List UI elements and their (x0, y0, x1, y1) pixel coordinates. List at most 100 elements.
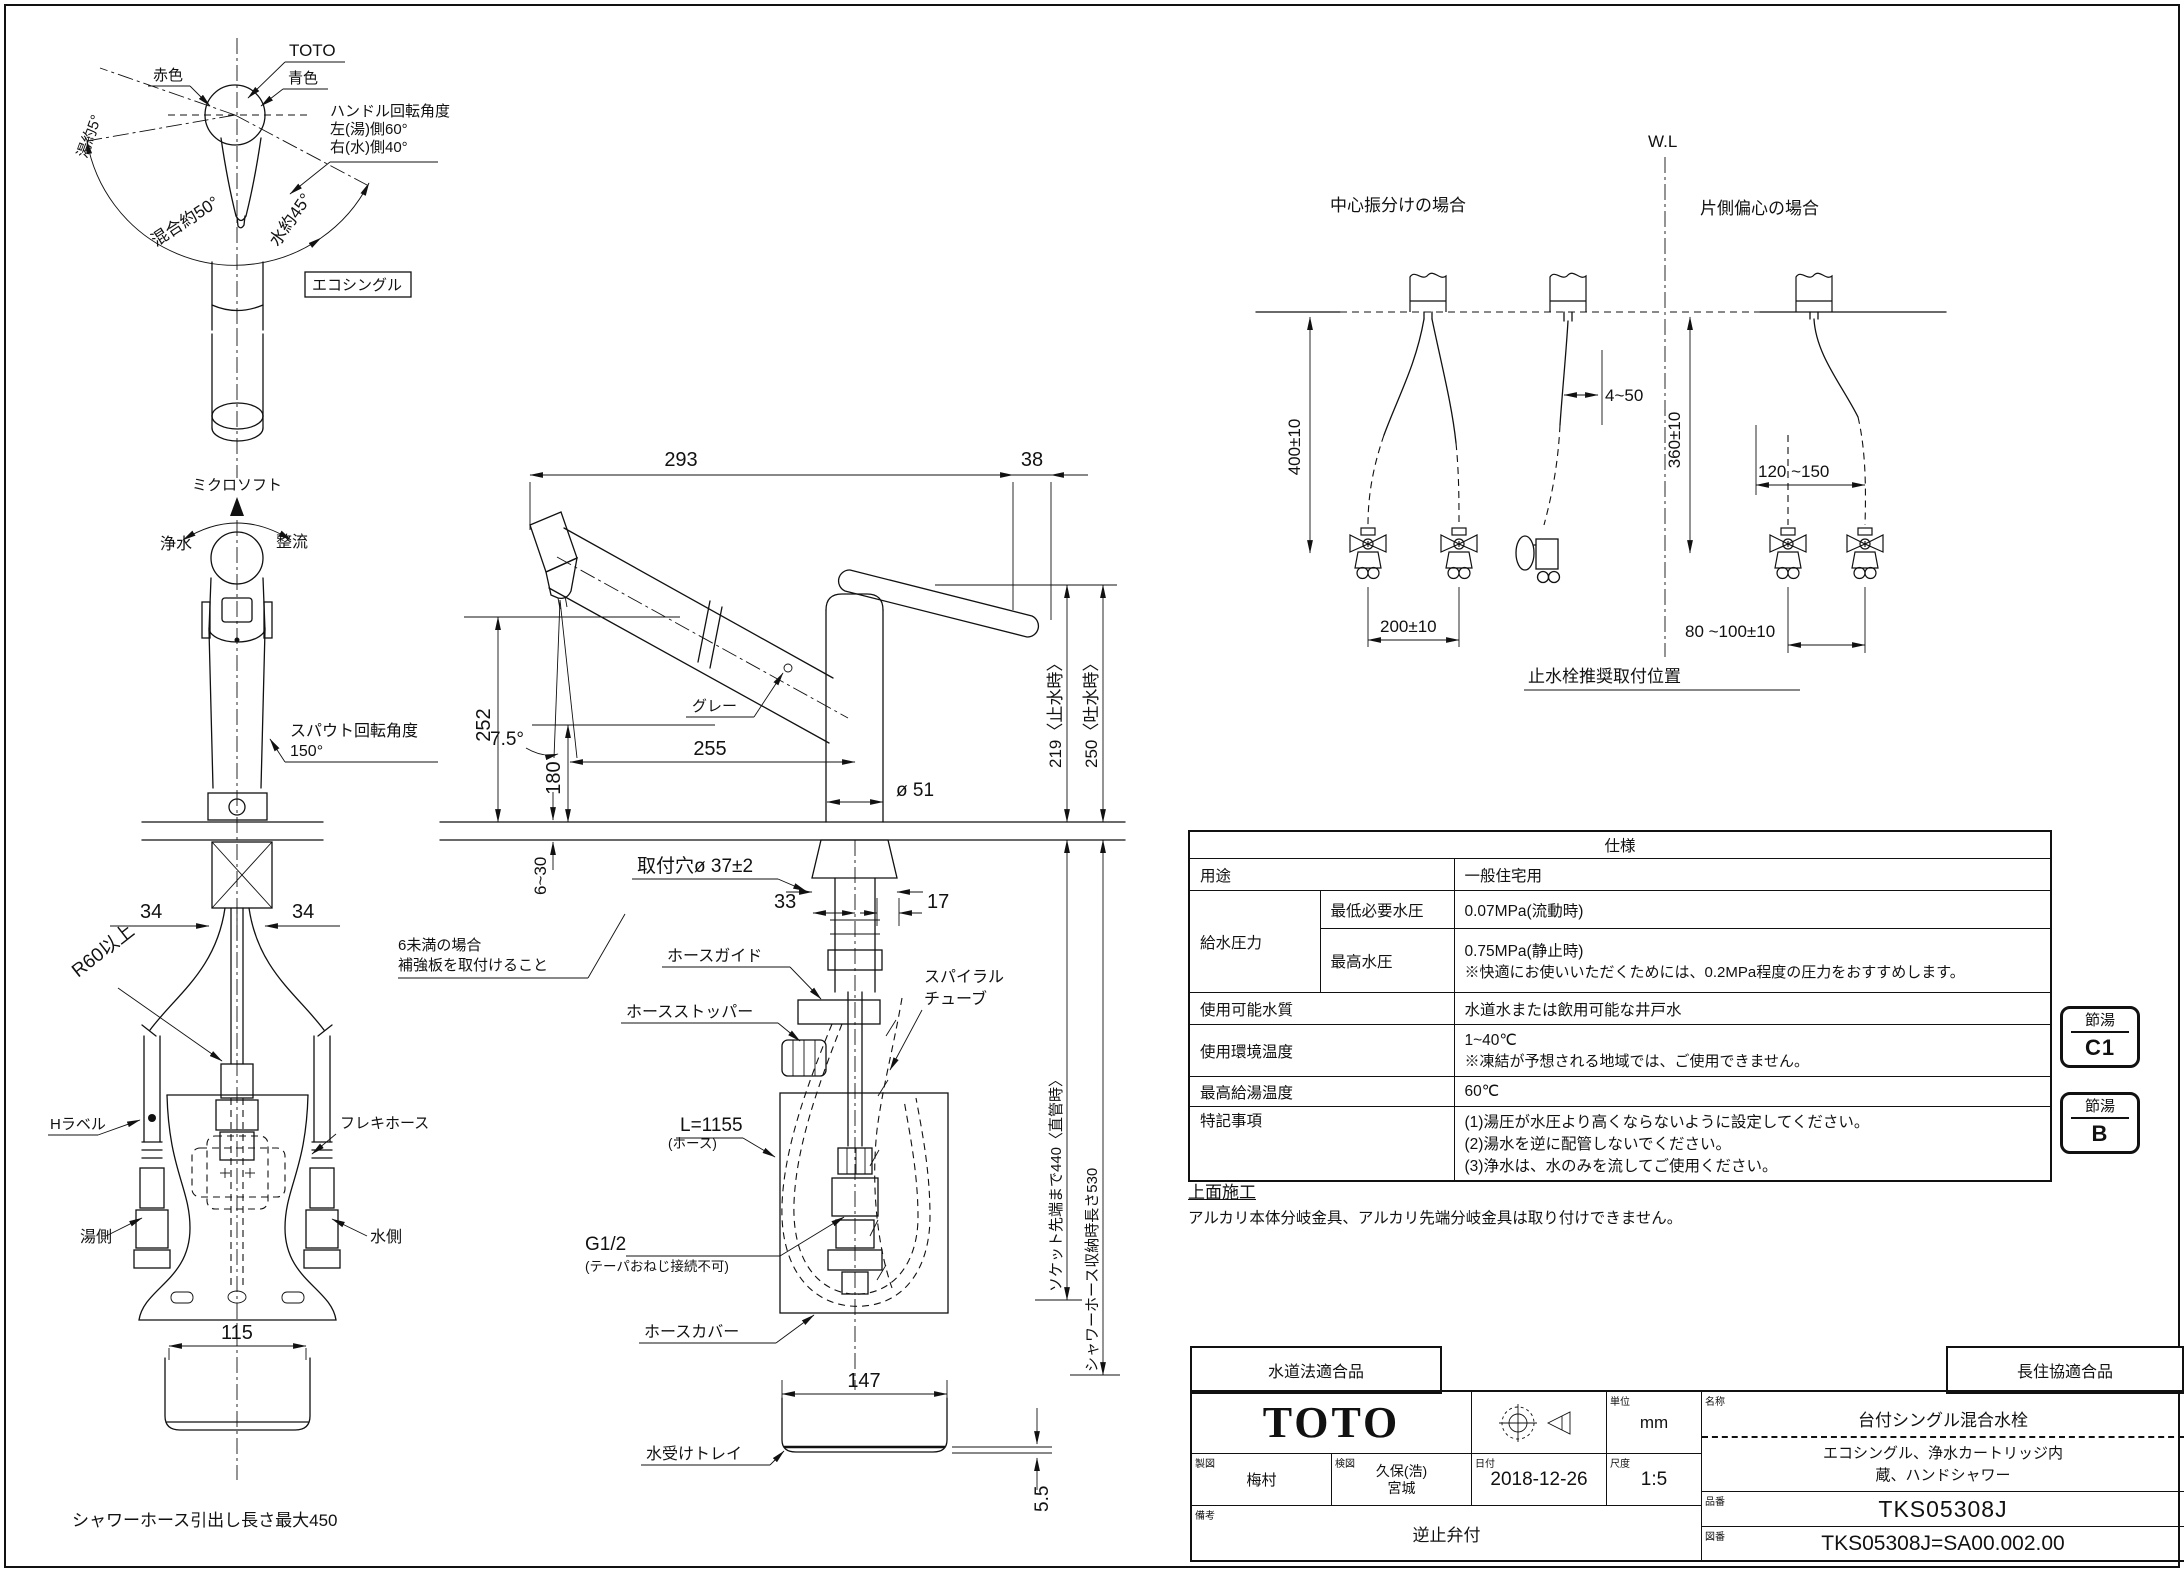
hose-length-sub: (ホース) (668, 1136, 717, 1151)
spec-max-pressure-value: 0.75MPa(静止時) (1464, 943, 1584, 960)
hose-530-label: シャワーホース収納時長さ530 (1084, 1168, 1101, 1372)
setsuyu-c1-value: C1 (2084, 1035, 2116, 1060)
spec-min-pressure-label: 最低必要水圧 (1319, 890, 1455, 929)
product-sub-1: エコシングル、浄水カートリッジ内 (1822, 1445, 2063, 1462)
dim-6-30: 6~30 (531, 857, 550, 895)
product-sub-2: 蔵、ハンドシャワー (1875, 1467, 2011, 1484)
angle-7-5: 7.5° (490, 729, 524, 750)
cold-side-label: 水側 (370, 1228, 402, 1246)
dim-34-right: 34 (292, 901, 314, 923)
spec-max-pressure-cell: 0.75MPa(静止時) ※快適にお使いいただくためには、0.2MPa程度の圧力… (1453, 928, 2052, 993)
purified-water-label: 浄水 (160, 535, 192, 553)
front-dims-leaders (48, 738, 438, 1360)
unit-cell: 単位 mm (1607, 1392, 1702, 1454)
date-value: 2018-12-26 (1490, 1468, 1588, 1490)
remarks-cell: 備考 逆止弁付 (1192, 1506, 1702, 1560)
gray-label: グレー (692, 698, 737, 715)
spec-table: 仕様 用途 一般住宅用 給水圧力 最低必要水圧 0.07MPa(流動時) 最高水… (1188, 830, 2052, 1182)
drawing-number-label: 図番 (1705, 1532, 1725, 1543)
eco-single-label: エコシングル (312, 277, 402, 294)
toto-logo-label: TOTO (289, 41, 336, 60)
hot-side-label: 湯側 (80, 1228, 112, 1246)
hose-pullout-note: シャワーホース引出し長さ最大450 (72, 1511, 338, 1530)
dim-360: 360±10 (1665, 412, 1684, 469)
handle-detail-view: TOTO 赤色 青色 ハンドル回転角度 左(湯)側60° 右(水)側40° 湯約… (74, 38, 450, 331)
dim-5-5: 5.5 (1032, 1486, 1053, 1512)
mount-hole-label: 取付穴ø 37±2 (637, 855, 753, 877)
spec-note-1: (1)湯圧が水圧より高くならないように設定してください。 (1464, 1114, 1870, 1132)
title-block: TOTO 単位 mm 製図 梅村 検図 久保(浩) 宮城 日付 2018-12-… (1190, 1390, 2184, 1562)
g-half-label: G1/2 (585, 1234, 626, 1255)
chouju-badge: 長住協適合品 (1946, 1346, 2184, 1394)
setsuyu-b-badge: 節湯 B (2060, 1092, 2140, 1154)
spec-pressure-note: ※快適にお使いいただくためには、0.2MPa程度の圧力をおすすめします。 (1464, 964, 1965, 981)
setsuyu-c1-badge: 節湯 C1 (2060, 1006, 2140, 1068)
scale-label: 尺度 (1610, 1459, 1630, 1470)
stream-label: 整流 (276, 533, 308, 551)
g-half-note: (テーパおねじ接続不可) (585, 1258, 729, 1274)
checker-value-2: 宮城 (1387, 1479, 1416, 1496)
drafter-cell: 製図 梅村 (1192, 1454, 1332, 1506)
spec-note-3: (3)浄水は、水のみを流してご使用ください。 (1464, 1158, 1778, 1176)
hose-cover-label: ホースカバー (644, 1324, 739, 1341)
name-cell: 名称 台付シングル混合水栓 エコシングル、浄水カートリッジ内 蔵、ハンドシャワー (1702, 1392, 2184, 1492)
side-dims (398, 472, 1120, 1490)
product-name: 台付シングル混合水栓 (1858, 1411, 2028, 1430)
spec-title: 仕様 (1188, 830, 2052, 859)
reinforce-note-2: 補強板を取付けること (398, 956, 548, 974)
checker-cell: 検図 久保(浩) 宮城 (1332, 1454, 1472, 1506)
socket-440-label: ソケット先端まで440〈直管時〉 (1048, 1072, 1065, 1292)
dim-34-left: 34 (140, 901, 162, 923)
wl-label: W.L (1648, 132, 1677, 151)
dim-219-closed: 219〈止水時〉 (1046, 655, 1065, 768)
hose-guide-label: ホースガイド (667, 947, 762, 965)
microsoft-label: ミクロソフト (192, 477, 282, 494)
setsuyu-b-top: 節湯 (2071, 1097, 2129, 1119)
toto-logo: TOTO (1262, 1398, 1401, 1447)
dim-200: 200±10 (1380, 617, 1437, 636)
setsuyu-b-value: B (2091, 1121, 2109, 1146)
spec-min-pressure-value: 0.07MPa(流動時) (1453, 890, 2052, 929)
handle-rotation-left: 左(湯)側60° (330, 121, 408, 138)
remarks-value: 逆止弁付 (1412, 1525, 1481, 1545)
dim-80-100: 80 ~100±10 (1685, 622, 1775, 641)
hose-stopper-label: ホースストッパー (626, 1004, 753, 1021)
spec-note-2: (2)湯水を逆に配管しないでください。 (1464, 1136, 1731, 1154)
spec-hot-value: 60℃ (1453, 1076, 2052, 1107)
part-number-value: TKS05308J (1878, 1495, 2008, 1522)
install-dims (1307, 316, 1866, 691)
valve-position-caption: 止水栓推奨取付位置 (1528, 667, 1681, 686)
spout-rotation-angle: 150° (290, 743, 323, 760)
spec-notes-label: 特記事項 (1188, 1106, 1455, 1181)
side-linework (439, 511, 1126, 1453)
spec-notes-cell: (1)湯圧が水圧より高くならないように設定してください。 (2)湯水を逆に配管し… (1453, 1106, 2052, 1181)
r60-label: R60以上 (68, 920, 139, 982)
water-law-badge: 水道法適合品 (1190, 1346, 1442, 1394)
spec-max-pressure-label: 最高水圧 (1319, 928, 1455, 993)
unit-label: 単位 (1610, 1397, 1630, 1408)
drafter-value: 梅村 (1246, 1472, 1277, 1489)
name-label: 名称 (1705, 1397, 1725, 1408)
spec-env-value: 1~40℃ (1464, 1031, 1517, 1049)
dim-293: 293 (664, 449, 697, 471)
dim-120-150: 120 ~150 (1758, 462, 1829, 481)
front-view: ミクロソフト 浄水 整流 スパウト回転角度 150° 34 34 R60以上 H… (48, 330, 438, 1530)
hose-length-label: L=1155 (680, 1115, 743, 1136)
h-label: Hラベル (50, 1116, 106, 1133)
setsuyu-c1-top: 節湯 (2071, 1011, 2129, 1033)
spec-quality-value: 水道水または飲用可能な井戸水 (1453, 992, 2052, 1025)
dim-147: 147 (847, 1370, 880, 1392)
front-linework (133, 330, 341, 1480)
spiral-tube-label-1: スパイラル (924, 969, 1004, 986)
spec-env-label: 使用環境温度 (1188, 1024, 1455, 1077)
scale-value: 1:5 (1640, 1468, 1668, 1490)
third-angle-projection-icon (1499, 1403, 1571, 1442)
part-number-label: 品番 (1705, 1497, 1725, 1508)
surface-note-body: アルカリ本体分岐金具、アルカリ先端分岐金具は取り付けできません。 (1188, 1210, 1683, 1227)
blue-mark-label: 青色 (288, 70, 318, 87)
unit-value: mm (1639, 1412, 1669, 1432)
reinforce-note-1: 6未満の場合 (398, 937, 481, 954)
dim-180: 180 (543, 761, 565, 794)
spout-rotation-label: スパウト回転角度 (290, 722, 418, 740)
